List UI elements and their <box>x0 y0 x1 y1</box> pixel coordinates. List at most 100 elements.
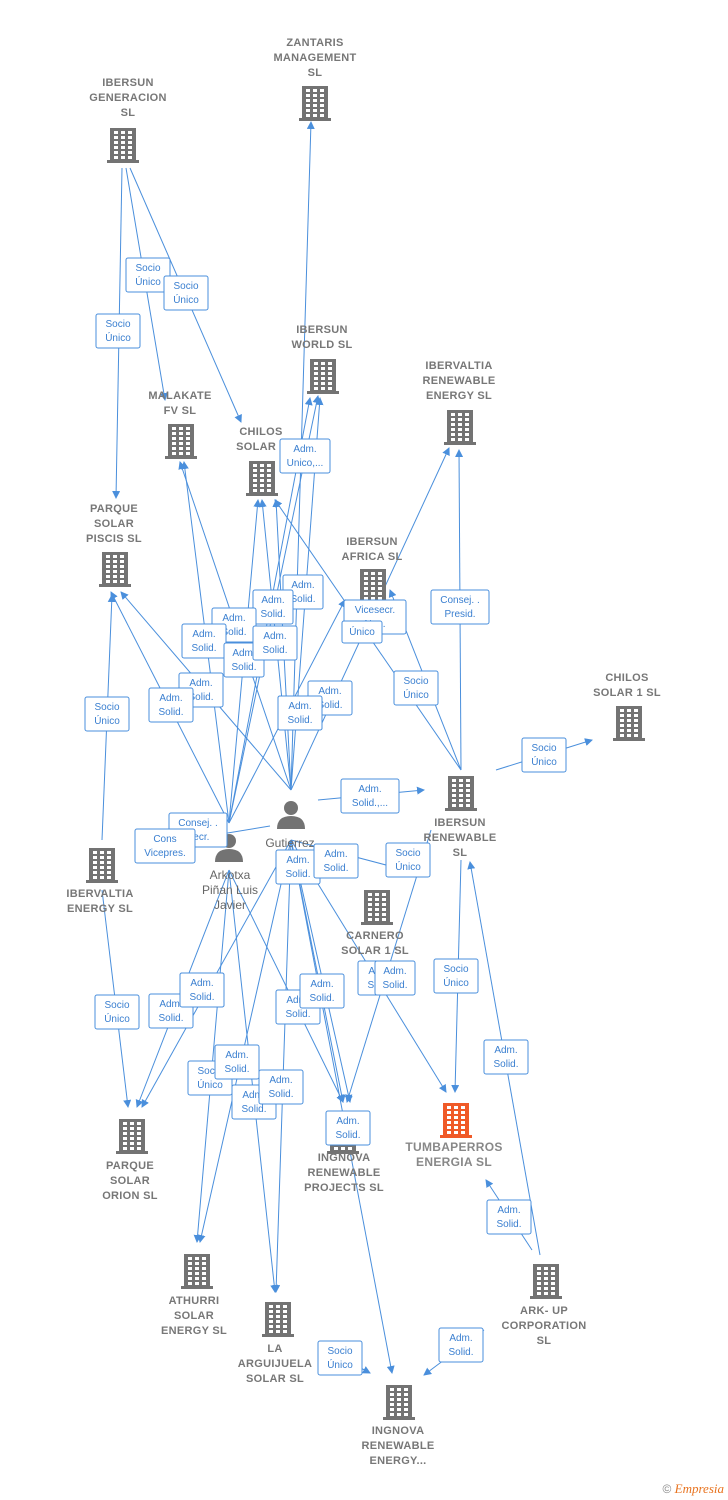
edge-label-19[interactable]: Adm.Solid. <box>277 695 323 731</box>
building-window <box>267 484 271 487</box>
edge-label-25[interactable]: Adm.Solid. <box>275 849 321 885</box>
edge-label-box <box>125 257 171 293</box>
building-window <box>314 362 318 365</box>
building-window <box>459 789 463 792</box>
building-window <box>452 794 456 797</box>
edge-label-38[interactable]: Adm.Solid. <box>325 1110 371 1146</box>
building-window <box>537 1277 541 1280</box>
building-window <box>454 1126 458 1129</box>
building-window <box>113 560 117 563</box>
edge-label-box <box>486 1199 532 1235</box>
node-label-line: PISCIS SL <box>86 533 142 545</box>
edge-label-39[interactable]: Adm.Solid. <box>483 1039 529 1075</box>
building-window <box>321 377 325 380</box>
edge-label-32[interactable]: Adm.Solid. <box>299 973 345 1009</box>
edge-label-3[interactable]: Adm.Unico,... <box>279 438 331 474</box>
building-window <box>114 136 118 139</box>
building-window <box>314 377 318 380</box>
brand-logo-text[interactable]: Empresia <box>674 1481 724 1496</box>
building-window <box>404 1413 408 1416</box>
building-window <box>93 876 97 879</box>
building-window <box>100 876 104 879</box>
building-window <box>447 1126 451 1129</box>
building-window <box>375 913 379 916</box>
building-window <box>551 1272 555 1275</box>
building-window <box>269 1330 273 1333</box>
edge-label-text: Solid. <box>231 662 256 673</box>
edge-label-text: Solid. <box>221 627 246 638</box>
edge-label-26[interactable]: Adm.Solid. <box>313 843 359 879</box>
edge-label-37[interactable]: Adm.Solid. <box>258 1069 304 1105</box>
edge-label-44[interactable]: Adm.Solid. <box>179 972 225 1008</box>
building-window <box>306 104 310 107</box>
building-window <box>466 779 470 782</box>
building-window <box>260 464 264 467</box>
edge-label-41[interactable]: Adm.Solid. <box>438 1327 484 1363</box>
building-window <box>128 151 132 154</box>
edge-label-7[interactable]: Adm.Solid. <box>252 589 294 625</box>
edge-label-11[interactable]: Adm.Solid. <box>181 623 227 659</box>
building-window <box>375 893 379 896</box>
building-window <box>113 555 117 558</box>
node-ingnova_en[interactable]: INGNOVARENEWABLEENERGY... <box>362 1385 435 1467</box>
edge-label-text: Único <box>104 1012 130 1025</box>
edge-label-box <box>433 958 479 994</box>
edge-label-4[interactable]: Consej. .Presid. <box>430 589 490 625</box>
edge-label-13[interactable]: Adm.Solid. <box>252 625 298 661</box>
edge-label-15[interactable]: Adm.Solid. <box>148 687 194 723</box>
edge-label-text: Socio <box>104 1000 129 1011</box>
edge-label-9[interactable]: Único <box>341 620 383 644</box>
building-base <box>361 922 393 925</box>
edge-label-40[interactable]: Adm.Solid. <box>486 1199 532 1235</box>
building-window <box>306 114 310 117</box>
edge-label-42[interactable]: Adm.Solid. <box>374 960 416 996</box>
edge-label-35[interactable]: Adm.Solid. <box>214 1044 260 1080</box>
edge-label-box <box>279 438 331 474</box>
node-label-line: ENERGY SL <box>67 903 133 915</box>
building-window <box>466 804 470 807</box>
building-window <box>620 724 624 727</box>
edge-label-21[interactable]: Adm.Solid.,... <box>340 778 400 814</box>
building-window <box>121 141 125 144</box>
building-window <box>276 1315 280 1318</box>
node-label-line: AFRICA SL <box>342 551 403 563</box>
building-window <box>269 1310 273 1313</box>
building-window <box>93 871 97 874</box>
building-window <box>100 851 104 854</box>
building-window <box>202 1282 206 1285</box>
node-label-line: FV SL <box>164 405 197 417</box>
building-window <box>378 577 382 580</box>
building-window <box>93 856 97 859</box>
building-window <box>128 131 132 134</box>
